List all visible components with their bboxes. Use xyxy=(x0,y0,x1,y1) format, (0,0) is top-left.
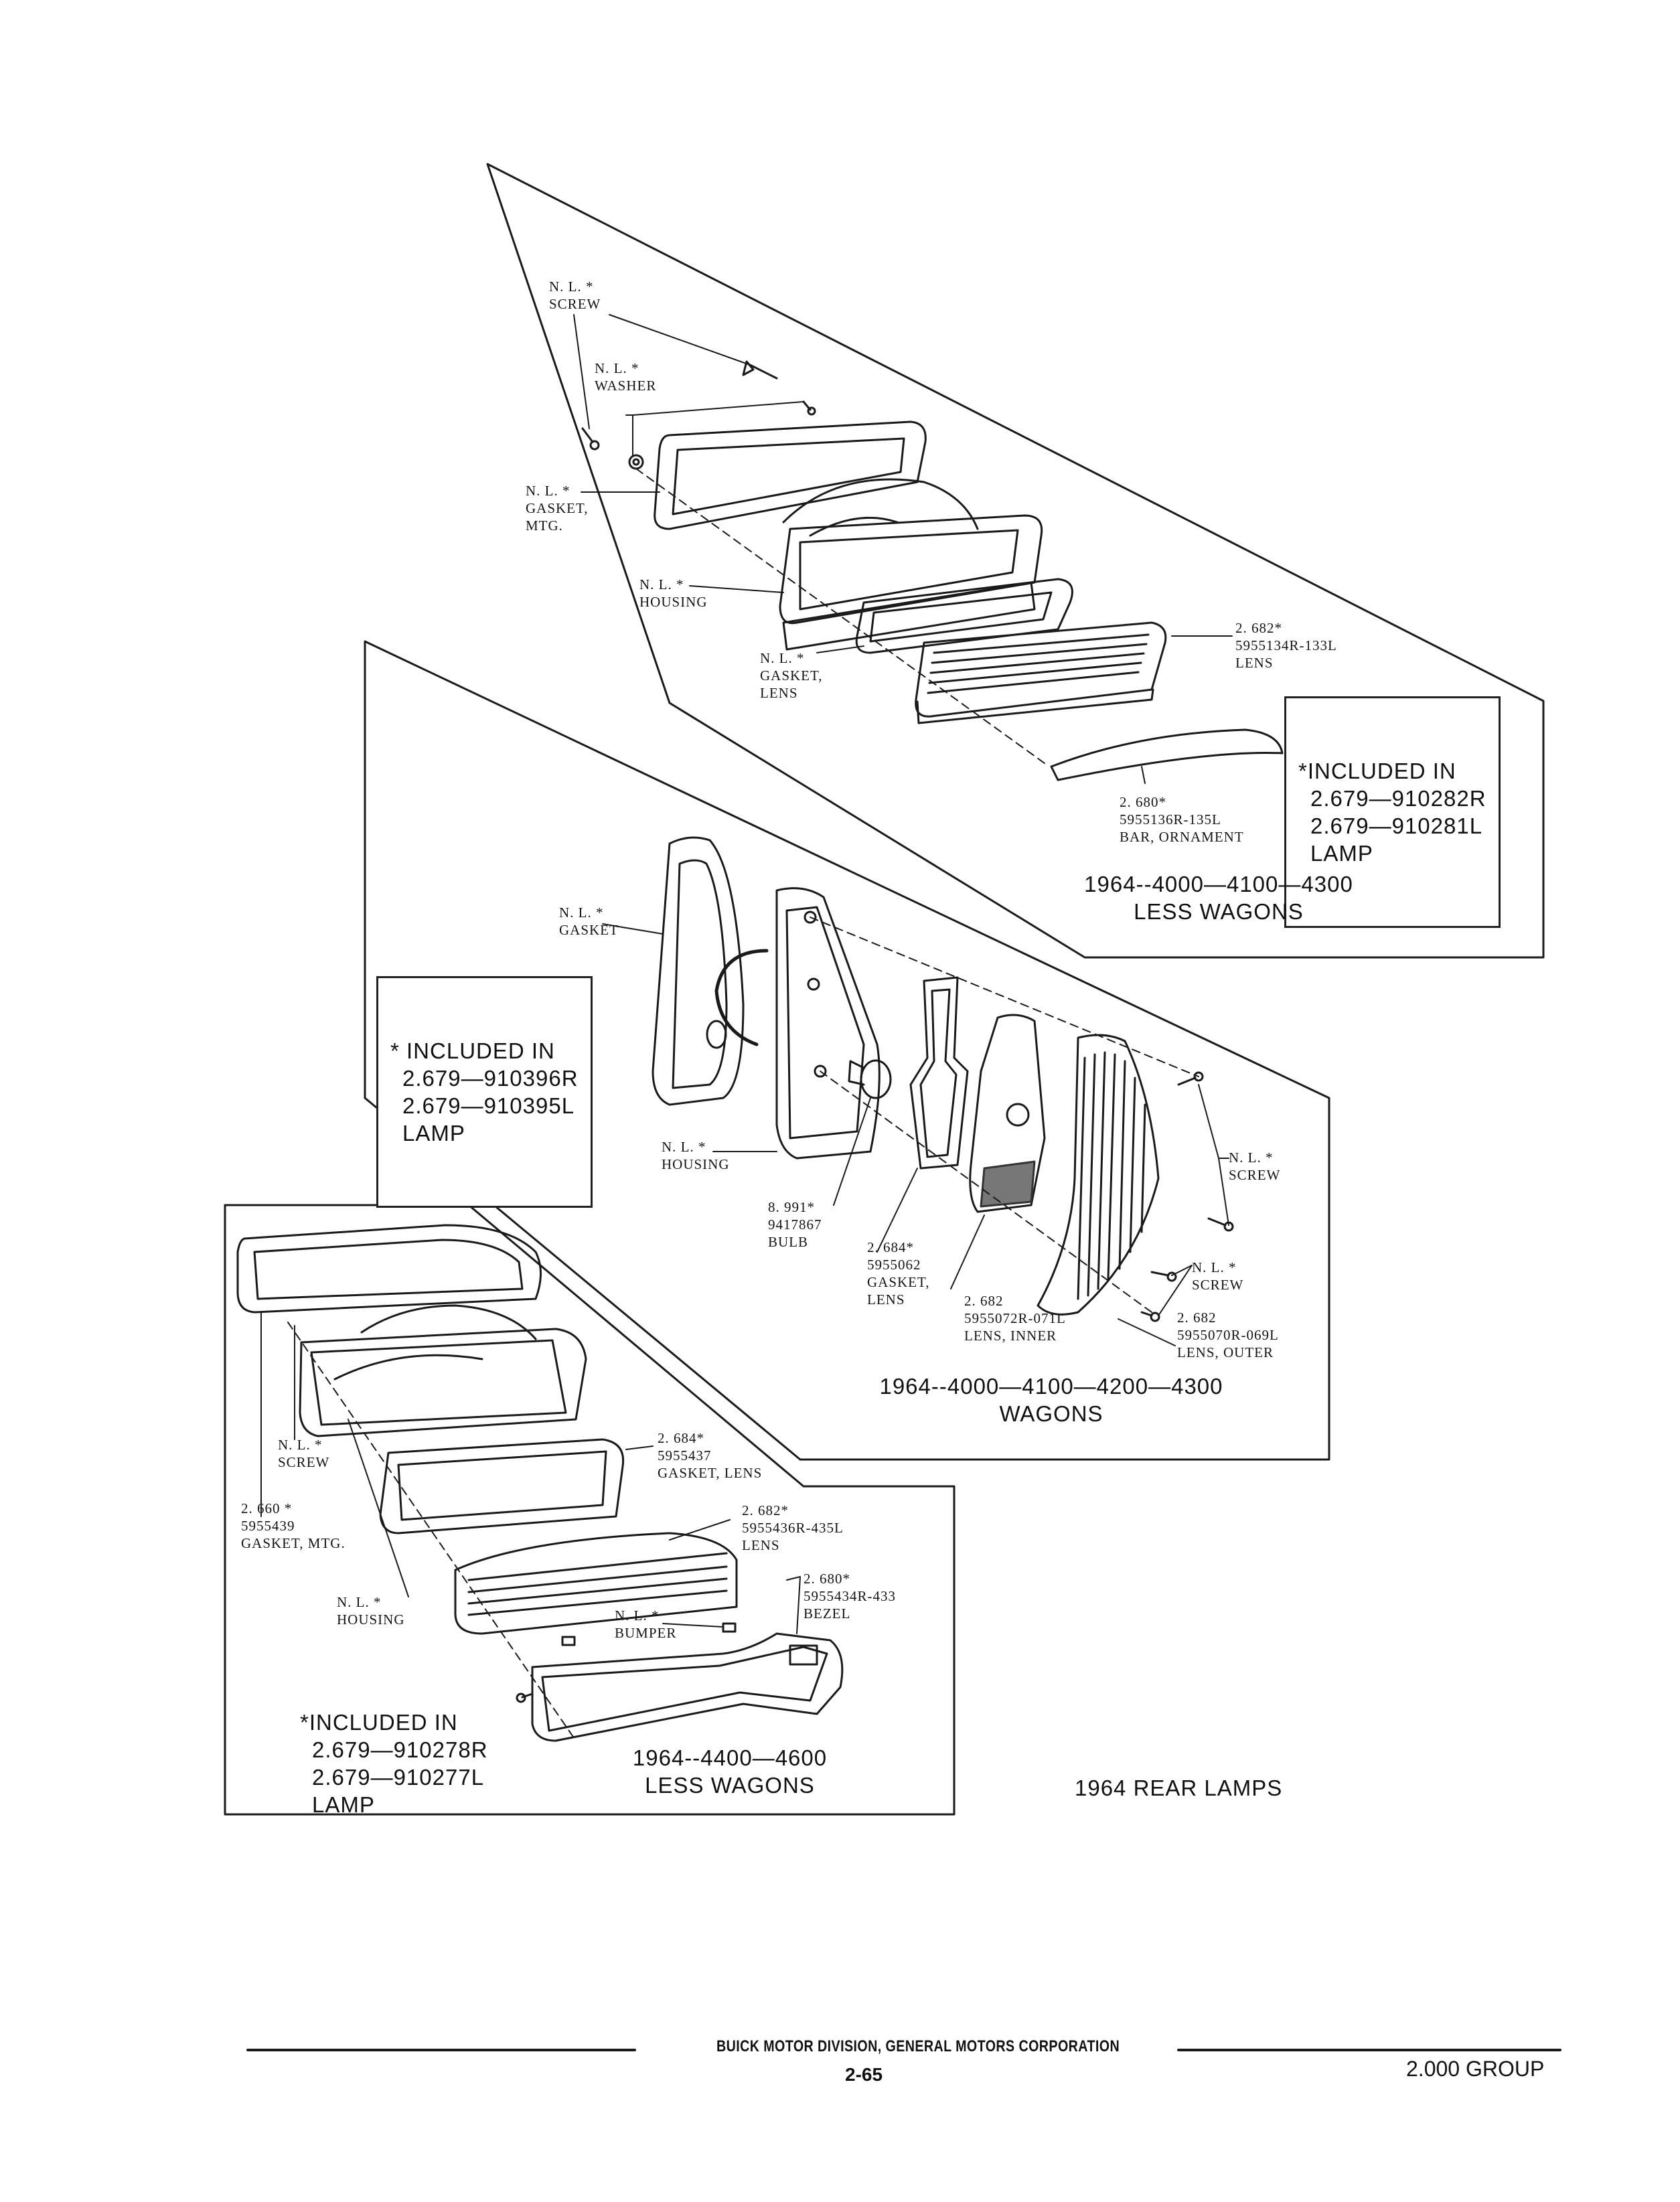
label-top-housing: N. L. *HOUSING xyxy=(639,576,708,610)
top-lens xyxy=(915,621,1167,724)
mid-centerline-1 xyxy=(810,917,1199,1077)
footer-company: BUICK MOTOR DIVISION, GENERAL MOTORS COR… xyxy=(716,2037,1120,2055)
mid-screws xyxy=(1140,1071,1234,1322)
footer-page-number: 2-65 xyxy=(845,2064,883,2085)
label-bot-screw: N. L. *SCREW xyxy=(278,1437,330,1470)
bot-bezel xyxy=(516,1632,844,1742)
mid-leader-lines xyxy=(602,923,1229,1346)
mid-lens-outer xyxy=(1037,1034,1160,1316)
label-bot-bumper: N. L. *BUMPER xyxy=(615,1607,677,1641)
top-leader-lines xyxy=(573,314,1233,784)
label-mid-screw-lower: N. L. *SCREW xyxy=(1192,1259,1244,1293)
bot-housing xyxy=(299,1304,587,1437)
bot-gasket-lens xyxy=(379,1438,625,1535)
footer-group: 2.000 GROUP xyxy=(1406,2057,1545,2081)
bot-centerline xyxy=(287,1322,577,1741)
panel-middle-outline xyxy=(364,640,1330,1461)
bot-lens xyxy=(454,1532,738,1635)
mid-lens-inner xyxy=(969,1014,1046,1213)
top-bar-ornament xyxy=(1050,728,1284,781)
mid-centerline-2 xyxy=(820,1071,1152,1313)
label-mid-screw-upper: N. L. *SCREW xyxy=(1229,1150,1281,1183)
mid-gasket xyxy=(652,836,745,1106)
label-bot-housing: N. L. *HOUSING xyxy=(337,1594,405,1628)
label-mid-housing: N. L. *HOUSING xyxy=(662,1139,730,1172)
top-screws xyxy=(581,360,816,470)
label-top-gasket-lens: N. L. *GASKET,LENS xyxy=(760,650,823,701)
mid-gasket-lens xyxy=(909,976,969,1170)
label-top-washer: N. L. *WASHER xyxy=(595,360,657,394)
mid-housing xyxy=(706,887,881,1160)
top-gasket-mtg xyxy=(654,420,927,530)
label-mid-gasket: N. L. *GASKET xyxy=(559,905,619,938)
panel-top-outline xyxy=(486,163,1545,959)
bot-leader-lines xyxy=(260,1312,801,1634)
label-top-gasket-mtg: N. L. *GASKET,MTG. xyxy=(526,483,589,534)
label-top-screw: N. L. *SCREW xyxy=(549,279,601,312)
top-centerline xyxy=(635,468,1045,764)
mid-bulb xyxy=(848,1059,892,1099)
top-gasket-lens xyxy=(855,578,1073,654)
figure-caption: 1964 REAR LAMPS xyxy=(1075,1776,1283,1800)
bot-gasket-mtg xyxy=(236,1224,542,1314)
